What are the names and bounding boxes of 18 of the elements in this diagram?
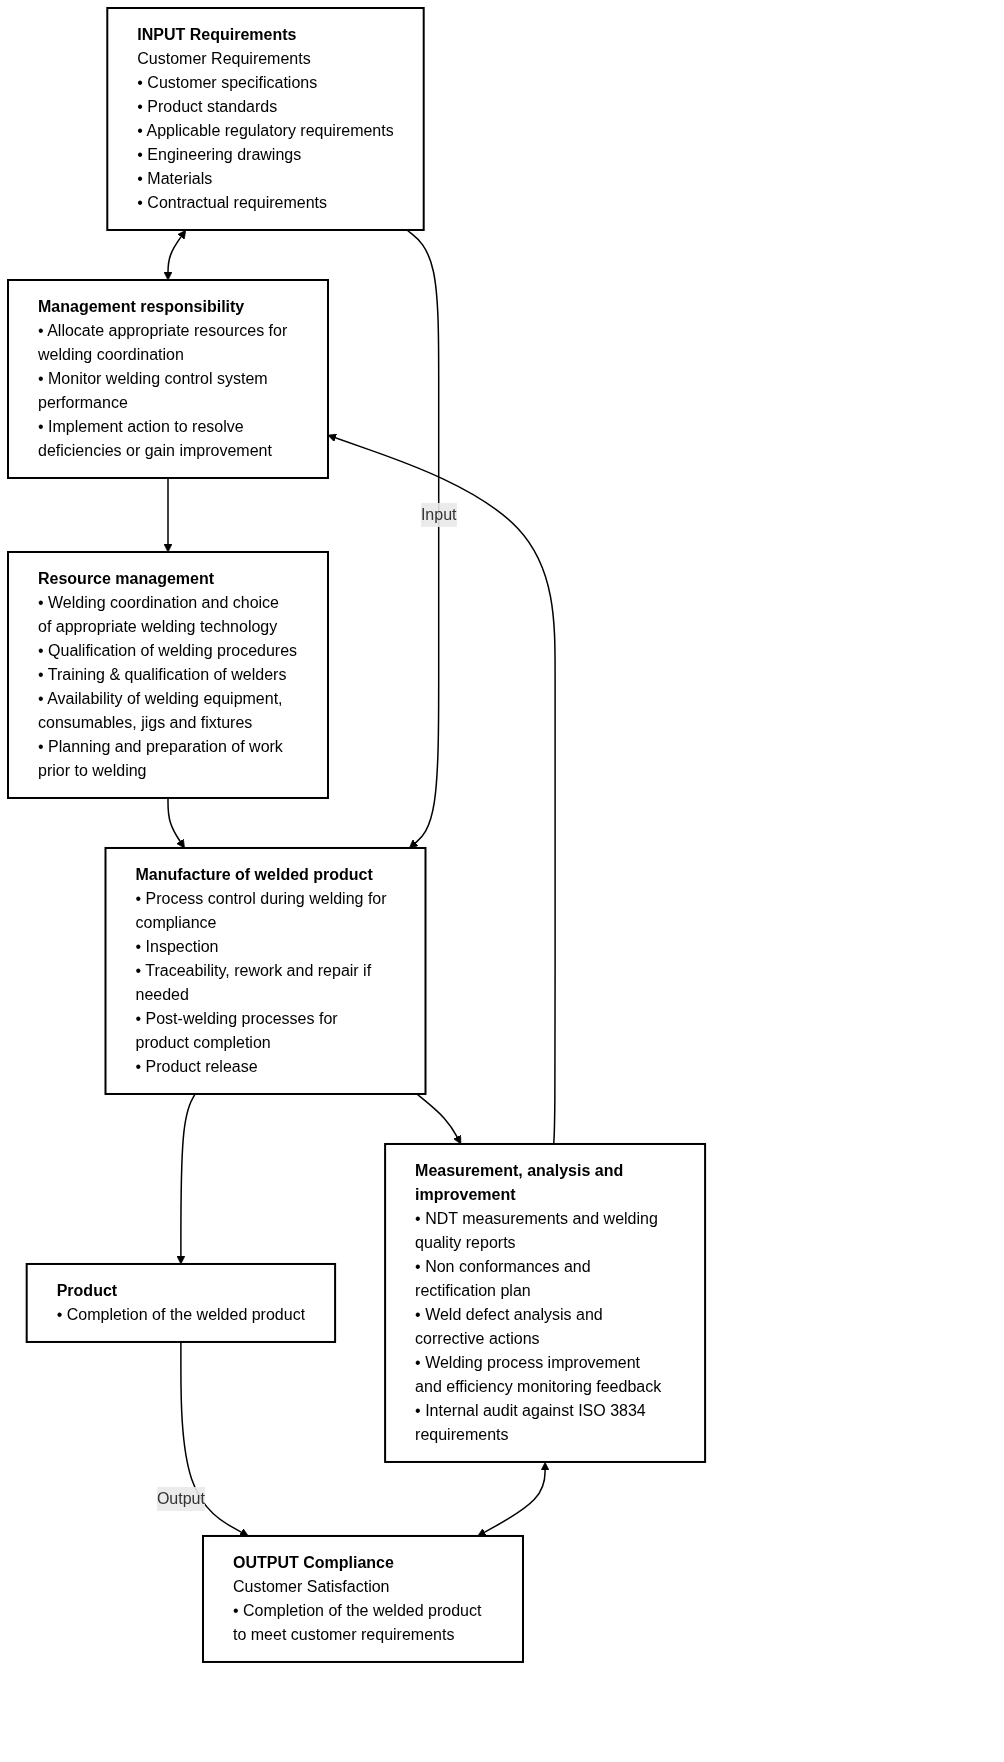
arrow [167,797,185,849]
arrow [180,1341,249,1537]
node-box: Manufacture of welded product • Process control during welding for compliance • Inspection • Traceability, rework and repair if needed • Post-welding processes for product completion • Product release [104,847,427,1095]
edge-label: Output [156,1489,205,1507]
node-box: Resource management • Welding coordination and choice of appropriate welding technology • Qualification of welding procedures • Training & qualification of welders • Availability of welding equipment, consumables, jigs and fixtures • Planning and preparation of work prior to welding [7,551,329,799]
arrow [163,229,187,281]
node-box: Management responsibility • Allocate appropriate resources for welding coordination • Monitor welding control system performance • Implement action to resolve deficiencies or gain improvement [7,279,329,479]
node-box: INPUT Requirements Customer Requirements • Customer specifications • Product standards • Applicable regulatory requirements • Engineering drawings • Materials • Contractual requirements [106,7,425,231]
arrow [327,433,556,1145]
arrow [163,477,173,553]
arrow [176,1093,196,1265]
node-box: OUTPUT Compliance Customer Satisfaction • Completion of the welded product to meet customer requirements [202,1534,524,1663]
node-box: Product • Completion of the welded product [25,1263,337,1343]
arrow [477,1461,550,1537]
node-box: Measurement, analysis and improvement • NDT measurements and welding quality reports • Non conformances and rectification plan • Weld defect analysis and corrective actions • Welding process improvement and efficiency monitoring feedback • Internal audit against ISO 3834 requirements [384,1143,707,1463]
arrow [416,1093,462,1145]
edge-label: Input [420,505,457,523]
arrow [406,229,440,849]
